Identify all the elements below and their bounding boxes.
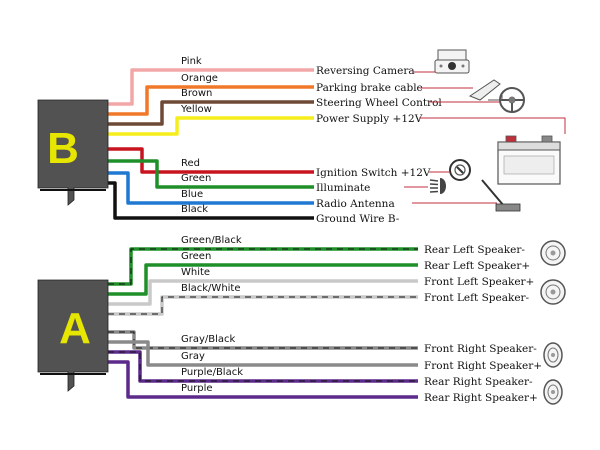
wire-label-b-5: Green xyxy=(181,173,211,184)
wire-b-0 xyxy=(108,68,314,106)
wire-b-6 xyxy=(108,171,314,205)
dest-label-b-3: Power Supply +12V xyxy=(316,113,423,125)
dest-label-b-5: Illuminate xyxy=(316,182,370,194)
dest-label-b-6: Radio Antenna xyxy=(316,198,395,210)
speaker-icon-rear-left xyxy=(540,240,566,266)
camera-icon xyxy=(434,49,470,74)
wire-b-2 xyxy=(108,100,314,126)
battery-icon xyxy=(497,135,561,185)
wire-stripe-a-6 xyxy=(108,351,418,382)
antenna-icon xyxy=(481,179,521,212)
connector-b-label: B xyxy=(47,124,79,173)
dest-label-a-3: Front Left Speaker- xyxy=(424,292,530,304)
parking-brake-icon xyxy=(468,79,503,101)
wire-label-b-4: Red xyxy=(181,158,200,169)
ignition-switch-icon xyxy=(449,159,471,181)
connector-a-label: A xyxy=(59,304,91,353)
dest-label-a-7: Rear Right Speaker+ xyxy=(424,392,538,404)
wire-b-1 xyxy=(108,85,314,116)
wire-b-7 xyxy=(108,181,314,220)
dest-label-b-7: Ground Wire B- xyxy=(316,213,400,225)
wire-label-a-1: Green xyxy=(181,251,211,262)
wire-label-a-0: Green/Black xyxy=(181,235,242,246)
wire-a-5 xyxy=(108,340,418,367)
dest-label-a-2: Front Left Speaker+ xyxy=(424,276,534,288)
speaker-icon-front-right xyxy=(543,342,563,368)
wire-label-b-3: Yellow xyxy=(180,104,212,115)
accent-line-3 xyxy=(419,117,566,134)
wire-stripe-a-3 xyxy=(108,296,418,315)
dest-label-b-1: Parking brake cable xyxy=(316,82,423,94)
wire-b-3 xyxy=(108,116,314,136)
wire-label-a-7: Purple xyxy=(181,383,213,394)
wire-label-b-6: Blue xyxy=(181,189,203,200)
wire-label-a-5: Gray xyxy=(181,351,205,362)
wire-a-3 xyxy=(108,295,418,316)
wire-label-a-3: Black/White xyxy=(181,283,241,294)
wire-stripe-a-0 xyxy=(108,248,418,285)
wire-label-b-7: Black xyxy=(181,204,208,215)
wire-a-2 xyxy=(108,279,418,306)
dest-label-a-0: Rear Left Speaker- xyxy=(424,244,525,256)
wire-a-4 xyxy=(108,330,418,350)
wire-stripe-a-4 xyxy=(108,331,418,349)
wire-label-b-2: Brown xyxy=(181,88,212,99)
wire-a-1 xyxy=(108,263,418,296)
wire-b-5 xyxy=(108,159,314,189)
headlight-icon xyxy=(429,178,446,194)
wire-label-a-2: White xyxy=(181,267,210,278)
wire-label-a-4: Gray/Black xyxy=(181,334,236,345)
wire-label-a-6: Purple/Black xyxy=(181,367,243,378)
connector-a: A xyxy=(37,279,109,392)
dest-label-a-5: Front Right Speaker+ xyxy=(424,360,542,372)
dest-label-b-0: Reversing Camera xyxy=(316,65,415,77)
speaker-icon-front-left xyxy=(540,279,566,305)
wire-label-b-0: Pink xyxy=(181,56,202,67)
steering-wheel-icon xyxy=(499,87,525,113)
dest-label-b-2: Steering Wheel Control xyxy=(316,97,442,109)
connector-b: B xyxy=(37,99,109,206)
dest-label-a-4: Front Right Speaker- xyxy=(424,343,537,355)
dest-label-a-6: Rear Right Speaker- xyxy=(424,376,533,388)
wire-label-b-1: Orange xyxy=(181,73,218,84)
wire-a-7 xyxy=(108,360,418,399)
dest-label-a-1: Rear Left Speaker+ xyxy=(424,260,530,272)
speaker-icon-rear-right xyxy=(543,379,563,405)
dest-label-b-4: Ignition Switch +12V xyxy=(316,167,431,179)
